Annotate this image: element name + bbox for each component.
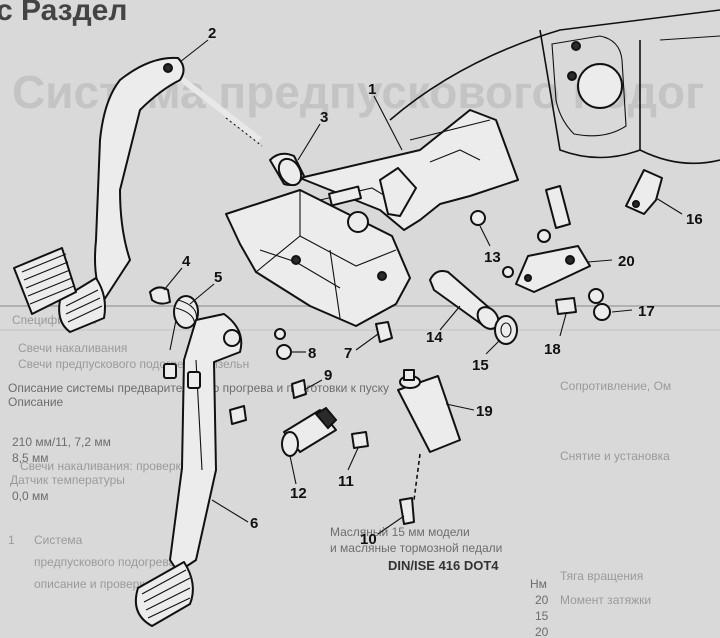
spec-row-5b: Датчик температуры xyxy=(10,473,125,487)
callout-12: 12 xyxy=(290,485,307,502)
callout-15: 15 xyxy=(472,357,489,374)
callout-16: 16 xyxy=(686,211,703,228)
callout-17: 17 xyxy=(638,303,655,320)
spec-row-5a: Снятие и установка xyxy=(560,449,670,463)
clip-9 xyxy=(291,379,307,399)
pedal-bracket-housing xyxy=(225,109,519,327)
washer-17 xyxy=(588,288,604,304)
callout-3: 3 xyxy=(320,109,328,126)
bolt-20-upper xyxy=(545,185,571,229)
right-col-1: Масляный 15 мм модели xyxy=(330,525,470,539)
callout-2: 2 xyxy=(208,25,216,42)
return-spring xyxy=(169,295,199,351)
bulkhead-panel xyxy=(389,9,720,165)
callout-1: 1 xyxy=(368,81,376,98)
callout-9: 9 xyxy=(324,367,332,384)
spec-row-3b: 8,5 мм xyxy=(12,451,49,465)
spec-row-1c: Сопротивление, Ом xyxy=(560,379,671,393)
callout-4: 4 xyxy=(182,253,191,270)
nut-17 xyxy=(593,303,611,321)
callout-5: 5 xyxy=(214,269,222,286)
spec-row-2b: Описание xyxy=(8,395,64,409)
spec-row-1a: Свечи накаливания xyxy=(18,341,127,355)
section-heading: с Раздел xyxy=(0,0,127,27)
bulkhead-bolt xyxy=(567,71,577,81)
section-1-line-3: описание и проверка xyxy=(34,577,152,591)
bolt-10 xyxy=(399,497,415,525)
bulkhead-hole xyxy=(577,63,623,109)
callout-10: 10 xyxy=(360,531,377,548)
section-number: 1 xyxy=(8,533,15,547)
screw-11 xyxy=(351,431,369,449)
callout-7: 7 xyxy=(344,345,352,362)
bushing xyxy=(269,152,305,187)
screw-left xyxy=(229,405,247,425)
nut-8 xyxy=(276,344,292,360)
callout-20: 20 xyxy=(618,253,635,270)
spec-row-3a: 210 мм/11, 7,2 мм xyxy=(12,435,111,449)
callouts: 1 2 3 4 5 6 7 8 9 10 11 12 13 14 15 16 1… xyxy=(182,25,703,548)
right-col-7: 20 xyxy=(535,625,549,638)
fasteners xyxy=(229,185,611,525)
right-col-6: 15 xyxy=(535,609,549,623)
brake-light-switch xyxy=(281,406,338,457)
callout-6: 6 xyxy=(250,515,258,532)
mounting-bracket xyxy=(515,229,591,293)
spacer-ring xyxy=(494,315,518,345)
callout-8: 8 xyxy=(308,345,316,362)
right-col-3: DIN/ISE 416 DOT4 xyxy=(388,558,499,573)
pedal-shaft-sleeve xyxy=(429,270,500,330)
bolt-7 xyxy=(375,321,393,343)
section-1-line-1: Система xyxy=(34,533,83,547)
washer-13 xyxy=(502,266,514,278)
callout-13: 13 xyxy=(484,249,501,266)
callout-11: 11 xyxy=(338,473,354,490)
left-pedal-pad xyxy=(13,247,77,315)
callout-18: 18 xyxy=(544,341,561,358)
leader-lines xyxy=(163,39,683,535)
right-col-9: Момент затяжки xyxy=(560,593,651,607)
spec-row-6: 0,0 мм xyxy=(12,489,49,503)
spec-row-4a: Свечи накаливания: проверка xyxy=(20,459,188,473)
callout-19: 19 xyxy=(476,403,493,420)
section-1-line-2: предпускового подогрева – xyxy=(34,555,186,569)
right-col-8: Тяга вращения xyxy=(560,569,643,583)
clutch-pedal-pad xyxy=(58,277,106,333)
bulkhead-bolt xyxy=(571,41,581,51)
right-col-4: Нм xyxy=(530,577,547,591)
right-col-5: 20 xyxy=(535,593,549,607)
angle-bracket xyxy=(625,169,663,215)
bolt-18 xyxy=(555,297,577,315)
nut-13 xyxy=(470,210,486,226)
callout-14: 14 xyxy=(426,329,443,346)
brake-pedal xyxy=(134,313,243,627)
washer-8 xyxy=(274,328,286,340)
retaining-clip xyxy=(149,286,171,305)
brake-pedal-pad xyxy=(134,561,194,627)
master-cylinder xyxy=(397,369,461,501)
right-col-2: и масляные тормозной педали xyxy=(330,541,502,555)
clutch-pedal xyxy=(58,56,263,333)
